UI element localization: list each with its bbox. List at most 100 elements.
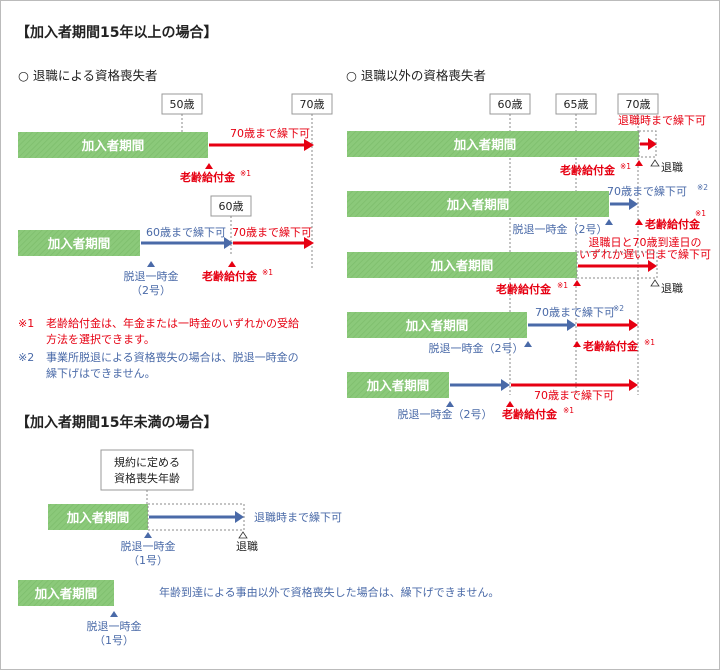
- right-row1-dashed: [638, 130, 657, 158]
- s2-row1-lump-marker: [144, 532, 152, 538]
- s2-row1-retire-marker: [238, 531, 248, 539]
- s2-row1-retire: 退職: [236, 540, 258, 553]
- right-row2-mark1: ※1: [695, 209, 706, 218]
- right-row4-bar: [347, 312, 527, 338]
- right-row3-benefit: 老齢給付金: [495, 282, 552, 296]
- right-row4-mark1: ※1: [644, 338, 655, 347]
- left-row1-benefit-marker: [205, 163, 213, 169]
- right-row5-lump-marker: [446, 401, 454, 407]
- right-row5-benefit: 老齢給付金: [501, 407, 558, 421]
- right-row1-benefit: 老齢給付金: [559, 163, 616, 177]
- right-row5-red-arrowhead: [629, 379, 638, 391]
- left-row2-benefit-marker: [228, 261, 236, 267]
- right-row1-bar-label: 加入者期間: [453, 137, 517, 152]
- right-row4-lump: 脱退一時金（2号）: [429, 341, 524, 355]
- right-row3-arrowhead: [648, 260, 657, 272]
- left-row2-lump-line1: 脱退一時金: [124, 269, 179, 283]
- s2-row1-arrowhead: [235, 511, 244, 523]
- age-65-label: 65歳: [564, 98, 589, 111]
- left-row2-benefit: 老齢給付金: [201, 269, 258, 283]
- right-row1-mark: ※1: [620, 162, 631, 171]
- right-row5-bar-label: 加入者期間: [366, 378, 430, 393]
- left-row2-defer70: 70歳まで繰下可: [232, 225, 312, 239]
- right-row3-note-line2: いずれか遅い日まで繰下可: [579, 247, 711, 261]
- s2-row1-lump-line2: （1号）: [128, 554, 168, 567]
- left-row2-bar: [18, 230, 140, 256]
- right-row5-bar: [347, 372, 449, 398]
- s2-row2-bar-label: 加入者期間: [34, 586, 98, 601]
- age-70-label-left: 70歳: [300, 98, 325, 111]
- note1-line1: 老齢給付金は、年金または一時金のいずれかの受給: [46, 316, 299, 330]
- right-row4-lump-marker: [524, 341, 532, 347]
- age-60-label-left: 60歳: [219, 200, 244, 213]
- right-row2-lump: 脱退一時金（2号）: [513, 222, 608, 236]
- right-row4-benefit-marker: [573, 341, 581, 347]
- right-row5-blue-arrowhead: [501, 379, 510, 391]
- right-row3-mark: ※1: [557, 281, 568, 290]
- right-row3-benefit-marker: [573, 280, 581, 286]
- right-row2-defer: 70歳まで繰下可: [607, 184, 687, 198]
- right-row3-retire: 退職: [661, 282, 683, 295]
- section2-title: 【加入者期間15年未満の場合】: [16, 414, 217, 431]
- s2-row2-note: 年齢到達による事由以外で資格喪失した場合は、繰下げできません。: [159, 585, 499, 599]
- s2-row2-lump-marker: [110, 611, 118, 617]
- right-row1-defer: 退職時まで繰下可: [618, 113, 706, 127]
- left-row1-benefit: 老齢給付金: [179, 170, 236, 184]
- age-60-label-right: 60歳: [498, 98, 523, 111]
- left-row2-blue-arrowhead: [224, 237, 233, 249]
- right-row2-benefit: 老齢給付金: [644, 217, 701, 231]
- right-row3-note-line1: 退職日と70歳到達日の: [589, 236, 702, 249]
- right-row4-mark2: ※2: [613, 304, 624, 313]
- left-row2-lump-marker: [147, 261, 155, 267]
- right-row5-defer: 70歳まで繰下可: [534, 388, 614, 402]
- left-row1-arrowhead: [304, 139, 314, 151]
- s2-row1-bar-label: 加入者期間: [66, 510, 130, 525]
- loss-age-line1: 規約に定める: [114, 455, 180, 469]
- right-row2-bar: [347, 191, 609, 217]
- right-row3-retire-marker: [650, 279, 660, 287]
- left-row2-red-arrowhead: [304, 237, 314, 249]
- right-row3-bar-label: 加入者期間: [430, 258, 494, 273]
- note2-line2: 繰下げはできません。: [46, 366, 156, 380]
- left-subtitle: ○ 退職による資格喪失者: [18, 68, 158, 83]
- left-row1-bar-label: 加入者期間: [81, 138, 145, 153]
- right-row4-bar-label: 加入者期間: [405, 318, 469, 333]
- right-row2-benefit-marker: [635, 219, 643, 225]
- s2-row2-bar: [18, 580, 114, 606]
- right-row5-benefit-marker: [506, 401, 514, 407]
- left-row1-bar: [18, 132, 208, 158]
- left-row2-mark: ※1: [262, 268, 273, 277]
- right-row1-retire-marker: [650, 159, 660, 167]
- note2-mark: ※2: [18, 351, 34, 364]
- right-row4-red-arrowhead: [629, 319, 638, 331]
- s2-row1-defer: 退職時まで繰下可: [254, 510, 342, 524]
- s2-row1-bar: [48, 504, 148, 530]
- right-row5-mark: ※1: [563, 406, 574, 415]
- right-row3-dashed: [576, 251, 658, 279]
- right-row1-benefit-marker: [635, 160, 643, 166]
- right-row1-arrowhead: [648, 138, 657, 150]
- right-row5-lump: 脱退一時金（2号）: [398, 407, 493, 421]
- left-row1-defer: 70歳まで繰下可: [230, 126, 310, 140]
- note2-line1: 事業所脱退による資格喪失の場合は、脱退一時金の: [46, 350, 299, 364]
- section1-title: 【加入者期間15年以上の場合】: [16, 24, 217, 41]
- left-row2-lump-line2: （2号）: [131, 284, 171, 297]
- right-row2-arrowhead: [629, 198, 638, 210]
- right-row4-benefit: 老齢給付金: [582, 339, 639, 353]
- age-50-label: 50歳: [170, 98, 195, 111]
- right-row2-bar-label: 加入者期間: [446, 197, 510, 212]
- left-row1-mark: ※1: [240, 169, 251, 178]
- note1-line2: 方法を選択できます。: [46, 332, 155, 346]
- s2-row2-lump-line2: （1号）: [94, 634, 134, 647]
- right-row2-lump-marker: [605, 219, 613, 225]
- right-row4-blue-arrowhead: [567, 319, 576, 331]
- left-row2-defer60: 60歳まで繰下可: [146, 225, 226, 239]
- loss-age-line2: 資格喪失年齢: [114, 471, 180, 485]
- right-row1-retire: 退職: [661, 161, 683, 174]
- s2-row1-lump-line1: 脱退一時金: [121, 539, 176, 553]
- right-subtitle: ○ 退職以外の資格喪失者: [346, 68, 486, 83]
- s2-row2-lump-line1: 脱退一時金: [87, 619, 142, 633]
- age-70-label-right: 70歳: [626, 98, 651, 111]
- right-row2-mark2: ※2: [697, 183, 708, 192]
